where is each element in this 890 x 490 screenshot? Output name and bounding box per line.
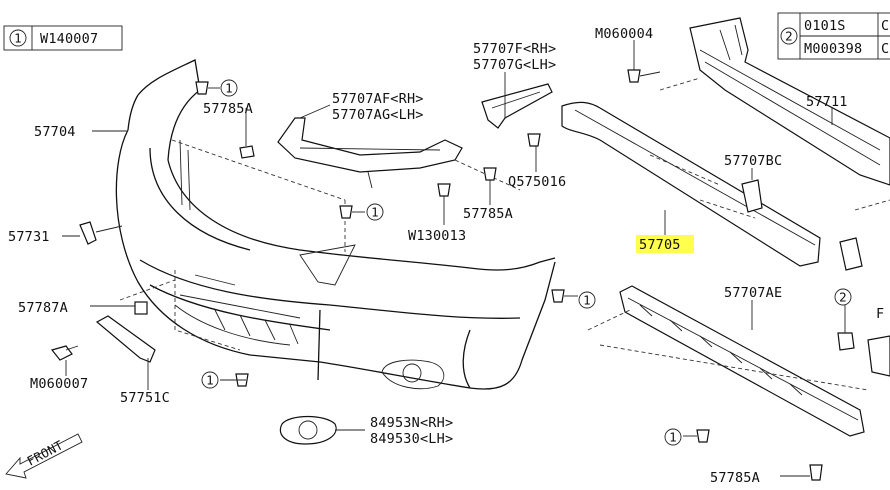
label-57787A: 57787A bbox=[18, 300, 68, 316]
label-57707AG: 57707AG<LH> bbox=[332, 107, 424, 123]
legend-2-extra-b: C bbox=[881, 41, 889, 57]
leader-lines bbox=[62, 40, 846, 477]
marker-callouts: 1 1 1 1 1 2 bbox=[201, 79, 852, 446]
label-Q575016: Q575016 bbox=[508, 174, 566, 190]
legend-box-1: 1 W140007 bbox=[3, 25, 123, 51]
label-57785A-mid: 57785A bbox=[463, 206, 513, 222]
part-labels: 57704 57785A 57707AF<RH> 57707AG<LH> 577… bbox=[8, 26, 884, 486]
marker-1-e bbox=[664, 428, 682, 446]
legend-1-number: 1 bbox=[14, 31, 22, 46]
front-label: FRONT bbox=[24, 437, 65, 469]
side-bracket-drawing bbox=[481, 83, 553, 129]
label-57785A-top: 57785A bbox=[203, 101, 253, 117]
marker-1-d bbox=[201, 371, 219, 389]
legend-2-code-a: 0101S bbox=[804, 18, 846, 34]
label-849530: 849530<LH> bbox=[370, 431, 453, 447]
marker-2-a bbox=[834, 288, 852, 306]
label-84953N: 84953N<RH> bbox=[370, 415, 453, 431]
label-57704: 57704 bbox=[34, 124, 76, 140]
legend-1-code: W140007 bbox=[40, 31, 98, 47]
label-57707F: 57707F<RH> bbox=[473, 41, 556, 57]
label-57705: 57705 bbox=[639, 237, 681, 253]
small-parts-drawing bbox=[50, 69, 890, 481]
label-57785A-bot: 57785A bbox=[710, 470, 760, 486]
marker-1-b bbox=[366, 203, 384, 221]
reinforcement-drawing bbox=[659, 17, 890, 211]
lower-beam-drawing bbox=[587, 285, 869, 437]
marker-1-a bbox=[220, 79, 238, 97]
label-57731: 57731 bbox=[8, 229, 50, 245]
label-57711: 57711 bbox=[806, 94, 848, 110]
label-M060004: M060004 bbox=[595, 26, 653, 42]
label-M060007: M060007 bbox=[30, 376, 88, 392]
legend-2-code-b: M000398 bbox=[804, 41, 862, 57]
label-57707BC: 57707BC bbox=[724, 153, 782, 169]
legend-2-extra-a: C bbox=[881, 18, 889, 34]
marker-1-d-text: 1 bbox=[206, 373, 214, 388]
marker-1-c-text: 1 bbox=[583, 293, 591, 308]
front-arrow-icon bbox=[5, 433, 83, 479]
marker-1-a-text: 1 bbox=[225, 81, 233, 96]
bumper-cover-drawing bbox=[115, 59, 556, 390]
marker-1-e-text: 1 bbox=[669, 430, 677, 445]
label-57705-highlight bbox=[636, 235, 694, 253]
label-57707AF: 57707AF<RH> bbox=[332, 91, 424, 107]
label-57707G: 57707G<LH> bbox=[473, 57, 556, 73]
label-F: F bbox=[876, 306, 884, 322]
legend-box-2: 2 0101S M000398 C C bbox=[777, 12, 890, 60]
label-57707AE: 57707AE bbox=[724, 285, 782, 301]
absorber-drawing bbox=[561, 101, 821, 267]
label-57751C: 57751C bbox=[120, 390, 170, 406]
label-W130013: W130013 bbox=[408, 228, 466, 244]
marker-1-c bbox=[578, 291, 596, 309]
front-arrow: FRONT bbox=[5, 433, 83, 479]
legend-2-number: 2 bbox=[785, 29, 793, 44]
marker-2-a-text: 2 bbox=[839, 290, 847, 305]
marker-1-b-text: 1 bbox=[371, 205, 379, 220]
upper-bracket-drawing bbox=[277, 117, 521, 191]
